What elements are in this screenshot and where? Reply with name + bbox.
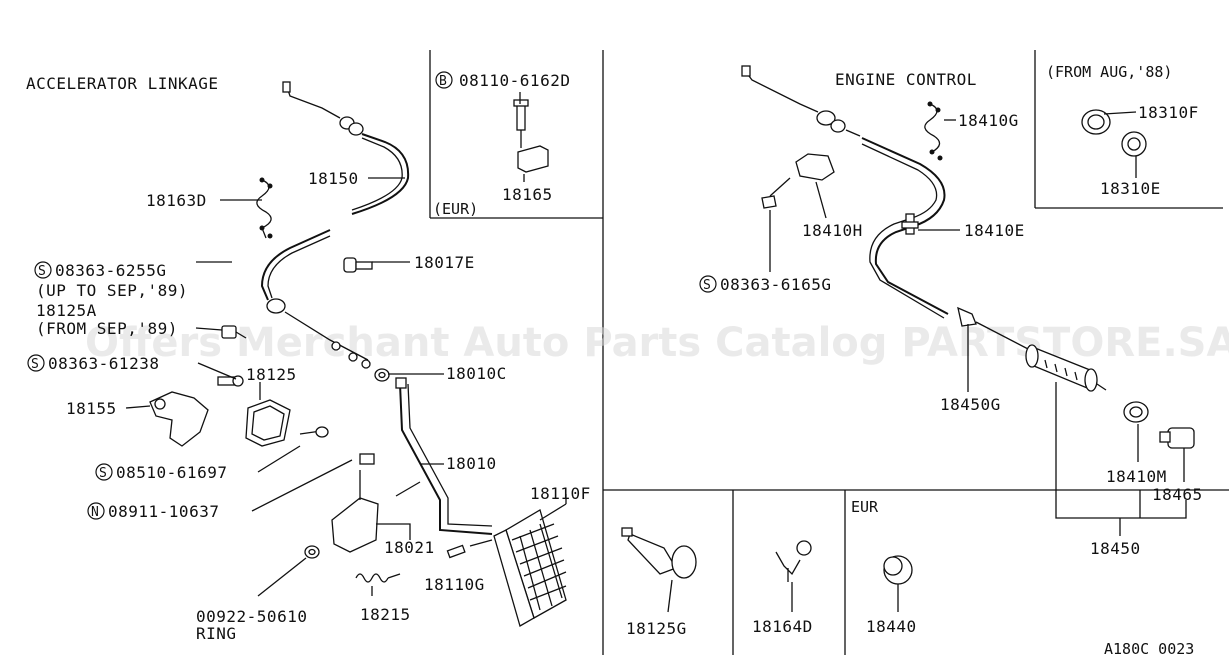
svg-text:S: S xyxy=(31,357,39,372)
pedal-arm-18010-drawing xyxy=(395,377,493,535)
part-label-18410H: 18410H xyxy=(802,221,863,240)
note-ring: RING xyxy=(196,624,237,643)
box-label-eur: EUR xyxy=(851,498,879,516)
part-label-18165: 18165 xyxy=(502,185,553,204)
part-label-18215: 18215 xyxy=(360,605,411,624)
spring-18215-drawing xyxy=(355,573,401,583)
part-label-08110-6162D: 08110-6162D xyxy=(459,71,570,90)
symbol-s-08363-61238: S xyxy=(27,354,45,372)
part-label-18155: 18155 xyxy=(66,399,117,418)
part-label-18110F: 18110F xyxy=(530,484,591,503)
bracket-18021-drawing xyxy=(331,453,421,553)
grommet-18017E-drawing xyxy=(343,257,373,273)
plug-18440-drawing xyxy=(883,555,913,585)
part-label-18410G: 18410G xyxy=(958,111,1019,130)
svg-text:B: B xyxy=(439,74,447,89)
part-label-08510-61697: 08510-61697 xyxy=(116,463,227,482)
grommet-18410M-drawing xyxy=(1123,401,1149,423)
pivot-18125G-drawing xyxy=(621,527,697,579)
part-label-18010C: 18010C xyxy=(446,364,507,383)
part-label-18021: 18021 xyxy=(384,538,435,557)
part-label-18150: 18150 xyxy=(308,169,359,188)
part-label-18440: 18440 xyxy=(866,617,917,636)
part-label-18164D: 18164D xyxy=(752,617,813,636)
part-label-18450G: 18450G xyxy=(940,395,1001,414)
part-label-18163D: 18163D xyxy=(146,191,207,210)
washer-18010C-drawing xyxy=(374,368,390,382)
note-from-sep-89: (FROM SEP,'89) xyxy=(36,319,178,338)
bracket-18410H-drawing xyxy=(761,153,835,209)
part-label-18410M: 18410M xyxy=(1106,467,1167,486)
ring-00922-drawing xyxy=(304,545,320,559)
bolt-18125A-drawing xyxy=(221,325,247,339)
panel-dividers xyxy=(429,50,1229,655)
part-label-18450: 18450 xyxy=(1090,539,1141,558)
svg-text:S: S xyxy=(38,264,46,279)
cap-18465-drawing xyxy=(1159,427,1195,449)
svg-text:S: S xyxy=(703,278,711,293)
part-label-18017E: 18017E xyxy=(414,253,475,272)
actuator-18450-drawing xyxy=(1025,344,1107,392)
part-label-08363-6255G: 08363-6255G xyxy=(55,261,166,280)
bracket-18125-drawing xyxy=(149,375,329,447)
title-accelerator-linkage: ACCELERATOR LINKAGE xyxy=(26,74,219,93)
svg-text:S: S xyxy=(99,466,107,481)
part-label-18410E: 18410E xyxy=(964,221,1025,240)
title-engine-control: ENGINE CONTROL xyxy=(835,70,977,89)
box-label-from-aug: (FROM AUG,'88) xyxy=(1046,63,1172,81)
symbol-s-08510: S xyxy=(95,463,113,481)
bracket-18165-drawing xyxy=(513,99,549,173)
part-label-08911-10637: 08911-10637 xyxy=(108,502,219,521)
bushing-18310E-drawing xyxy=(1121,131,1147,157)
part-label-18125A: 18125A xyxy=(36,301,97,320)
part-label-08363-61238: 08363-61238 xyxy=(48,354,159,373)
clip-18163D-drawing xyxy=(256,177,273,239)
part-label-08363-6165G: 08363-6165G xyxy=(720,275,831,294)
symbol-b-08110: B xyxy=(435,71,453,89)
part-label-18110G: 18110G xyxy=(424,575,485,594)
symbol-n-08911: N xyxy=(87,502,105,520)
part-label-18125: 18125 xyxy=(246,365,297,384)
pedal-pad-18110F-drawing xyxy=(493,509,567,627)
leader-lines xyxy=(125,92,1187,613)
clip-18410E-drawing xyxy=(901,213,919,235)
svg-text:N: N xyxy=(91,505,99,520)
part-label-18125G: 18125G xyxy=(626,619,687,638)
stopper-18110G-drawing xyxy=(446,544,466,559)
clip-18164D-drawing xyxy=(775,540,812,582)
part-label-18010: 18010 xyxy=(446,454,497,473)
part-label-18465: 18465 xyxy=(1152,485,1203,504)
diagram-code: A180C 0023 xyxy=(1104,640,1194,658)
bushing-18310F-drawing xyxy=(1081,109,1111,135)
engine-control-cable-drawing xyxy=(741,65,1031,351)
part-label-18310E: 18310E xyxy=(1100,179,1161,198)
symbol-s-08363-6165G: S xyxy=(699,275,717,293)
part-label-18310F: 18310F xyxy=(1138,103,1199,122)
clip-18410G-drawing xyxy=(924,101,943,161)
part-label-00922-50610: 00922-50610 xyxy=(196,607,307,626)
note-up-to-sep-89: (UP TO SEP,'89) xyxy=(36,281,188,300)
symbol-s-08363-6255G: S xyxy=(34,261,52,279)
box-label-eur-top: (EUR) xyxy=(433,200,478,218)
accelerator-cable-drawing xyxy=(260,81,410,369)
